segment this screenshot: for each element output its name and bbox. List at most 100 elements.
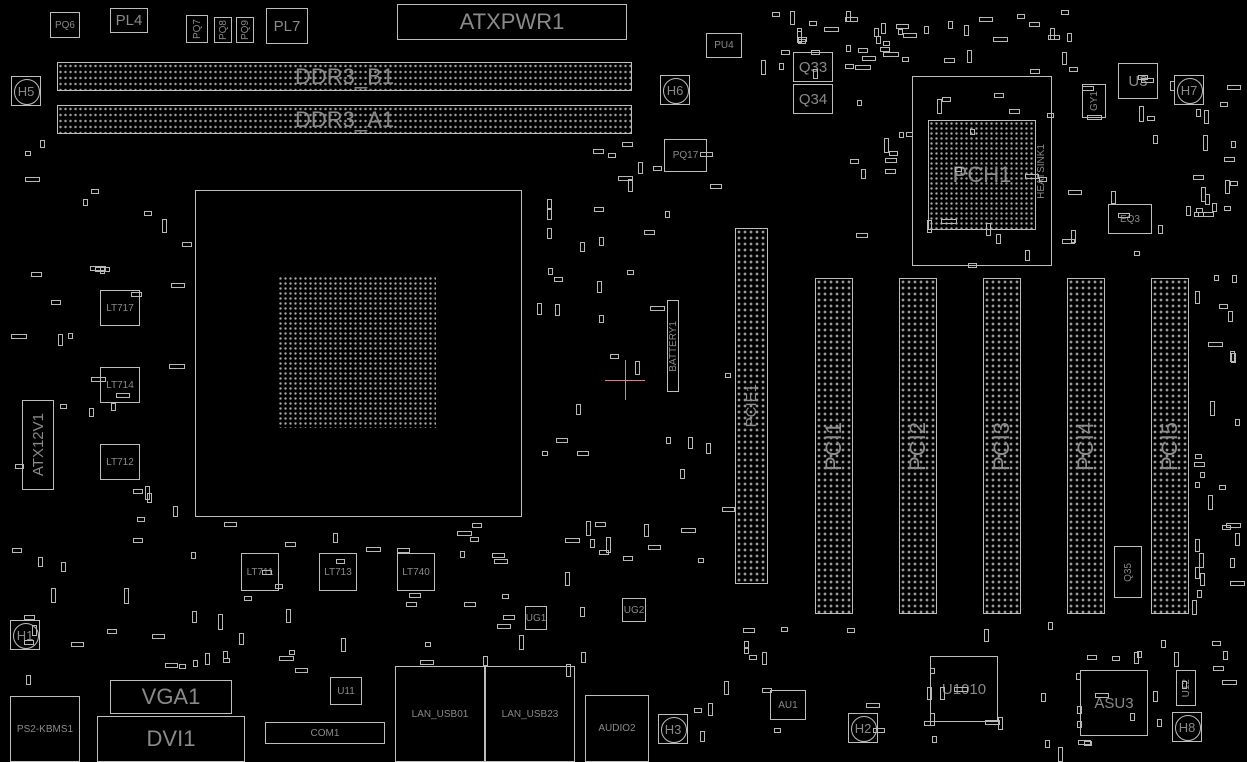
smd-pad — [967, 50, 973, 64]
smd-pad — [182, 242, 193, 248]
component-dvi1[interactable]: DVI1 — [97, 716, 245, 762]
cpu-socket[interactable] — [195, 190, 522, 517]
smd-pad — [592, 149, 605, 155]
smd-pad — [594, 522, 607, 528]
component-pl7[interactable]: PL7 — [266, 8, 308, 44]
smd-pad — [547, 208, 552, 221]
component-ddr3-b1[interactable]: DDR3_B1 — [57, 62, 632, 91]
component-atx12v1[interactable]: ATX12V1 — [22, 400, 54, 490]
smd-pad — [1229, 180, 1239, 186]
component-lan-usb01[interactable]: LAN_USB01 — [395, 666, 485, 762]
component-h3[interactable]: H3 — [658, 714, 688, 744]
smd-pad — [995, 233, 1001, 245]
smd-pad — [11, 334, 27, 340]
smd-pad — [405, 602, 418, 608]
component-audio2[interactable]: AUDIO2 — [585, 695, 649, 762]
component-u3[interactable]: U3 — [1118, 63, 1158, 99]
component-u11[interactable]: U11 — [330, 677, 362, 705]
component-lt713[interactable]: LT713 — [319, 553, 357, 591]
component-ddr3-a1[interactable]: DDR3_A1 — [57, 105, 632, 134]
component-gy1[interactable]: GY1 — [1082, 84, 1106, 118]
component-u1010[interactable]: U1010 — [930, 656, 998, 722]
component-pq6[interactable]: PQ6 — [50, 12, 80, 38]
smd-pad — [621, 141, 633, 147]
component-pci1[interactable]: PCI1 — [815, 278, 853, 614]
component-u12[interactable]: U12 — [1176, 670, 1196, 706]
smd-pad — [518, 635, 524, 650]
smd-pad — [993, 92, 1005, 98]
component-ug1[interactable]: UG1 — [525, 606, 547, 630]
smd-pad — [647, 545, 661, 551]
component-eq3[interactable]: EQ3 — [1108, 204, 1152, 234]
component-label: PU4 — [714, 40, 734, 51]
component-pq7[interactable]: PQ7 — [186, 15, 208, 43]
smd-pad — [1199, 573, 1205, 586]
smd-pad — [133, 538, 144, 544]
component-h8[interactable]: H8 — [1172, 712, 1202, 742]
component-pch1[interactable]: PCH1 — [928, 120, 1036, 230]
component-pcie1[interactable]: PCIE1 — [735, 228, 768, 584]
smd-pad — [680, 468, 686, 479]
smd-pad — [51, 299, 61, 305]
component-atxpwr1[interactable]: ATXPWR1 — [397, 4, 627, 40]
smd-pad — [743, 640, 749, 650]
smd-pad — [789, 11, 795, 26]
component-heatsink1[interactable]: HEATSINK1 — [912, 76, 1052, 266]
component-h6[interactable]: H6 — [660, 75, 690, 105]
smd-pad — [929, 713, 935, 726]
component-pq8[interactable]: PQ8 — [214, 17, 232, 43]
component-pu4[interactable]: PU4 — [706, 33, 742, 58]
component-ug2[interactable]: UG2 — [622, 598, 646, 622]
component-lan-usb23[interactable]: LAN_USB23 — [485, 666, 575, 762]
smd-pad — [594, 206, 604, 212]
smd-pad — [1223, 157, 1236, 163]
component-lt711[interactable]: LT711 — [241, 553, 279, 591]
smd-pad — [1204, 193, 1210, 206]
component-h5[interactable]: H5 — [11, 76, 41, 106]
smd-pad — [1058, 746, 1064, 762]
component-battery1[interactable]: BATTERY1 — [667, 300, 679, 392]
component-au1[interactable]: AU1 — [770, 690, 806, 720]
component-label: EQ3 — [1119, 213, 1140, 225]
smd-pad — [547, 268, 553, 276]
smd-pad — [1235, 532, 1241, 547]
smd-pad — [883, 137, 889, 153]
component-h7[interactable]: H7 — [1174, 75, 1204, 105]
component-pci5[interactable]: PCI5 — [1151, 278, 1189, 614]
component-pci3[interactable]: PCI3 — [983, 278, 1021, 614]
component-pci2[interactable]: PCI2 — [899, 278, 937, 614]
component-q35[interactable]: Q35 — [1114, 546, 1142, 598]
smd-pad — [24, 151, 32, 157]
component-lt717[interactable]: LT717 — [100, 290, 140, 326]
component-lt714[interactable]: LT714 — [100, 367, 140, 403]
component-vga1[interactable]: VGA1 — [110, 680, 232, 714]
smd-pad — [60, 403, 67, 409]
cursor-crosshair-vertical — [625, 360, 626, 400]
smd-pad — [884, 158, 898, 164]
component-lt740[interactable]: LT740 — [397, 553, 435, 591]
component-lt712[interactable]: LT712 — [100, 444, 140, 480]
component-h1[interactable]: H1 — [10, 620, 40, 650]
component-label: LAN_USB23 — [501, 708, 559, 720]
component-asu3[interactable]: ASU3 — [1080, 670, 1148, 736]
component-com1[interactable]: COM1 — [265, 722, 385, 744]
component-label: H8 — [1178, 719, 1196, 735]
smd-pad — [285, 608, 291, 624]
component-pci4[interactable]: PCI4 — [1067, 278, 1105, 614]
smd-pad — [137, 516, 145, 522]
smd-pad — [1112, 656, 1120, 662]
smd-pad — [774, 727, 781, 733]
component-pl4[interactable]: PL4 — [110, 8, 148, 33]
component-q34[interactable]: Q34 — [793, 84, 833, 114]
component-q33[interactable]: Q33 — [793, 52, 833, 82]
component-pq17[interactable]: PQ17 — [664, 139, 707, 172]
smd-pad — [1222, 525, 1232, 531]
smd-pad — [1203, 134, 1209, 151]
smd-pad — [861, 56, 877, 62]
smd-pad — [1210, 400, 1216, 417]
smd-pad — [680, 528, 696, 534]
component-pq9[interactable]: PQ9 — [236, 17, 254, 43]
smd-pad — [82, 198, 88, 206]
component-ps2-kbms1[interactable]: PS2-KBMS1 — [10, 696, 80, 762]
